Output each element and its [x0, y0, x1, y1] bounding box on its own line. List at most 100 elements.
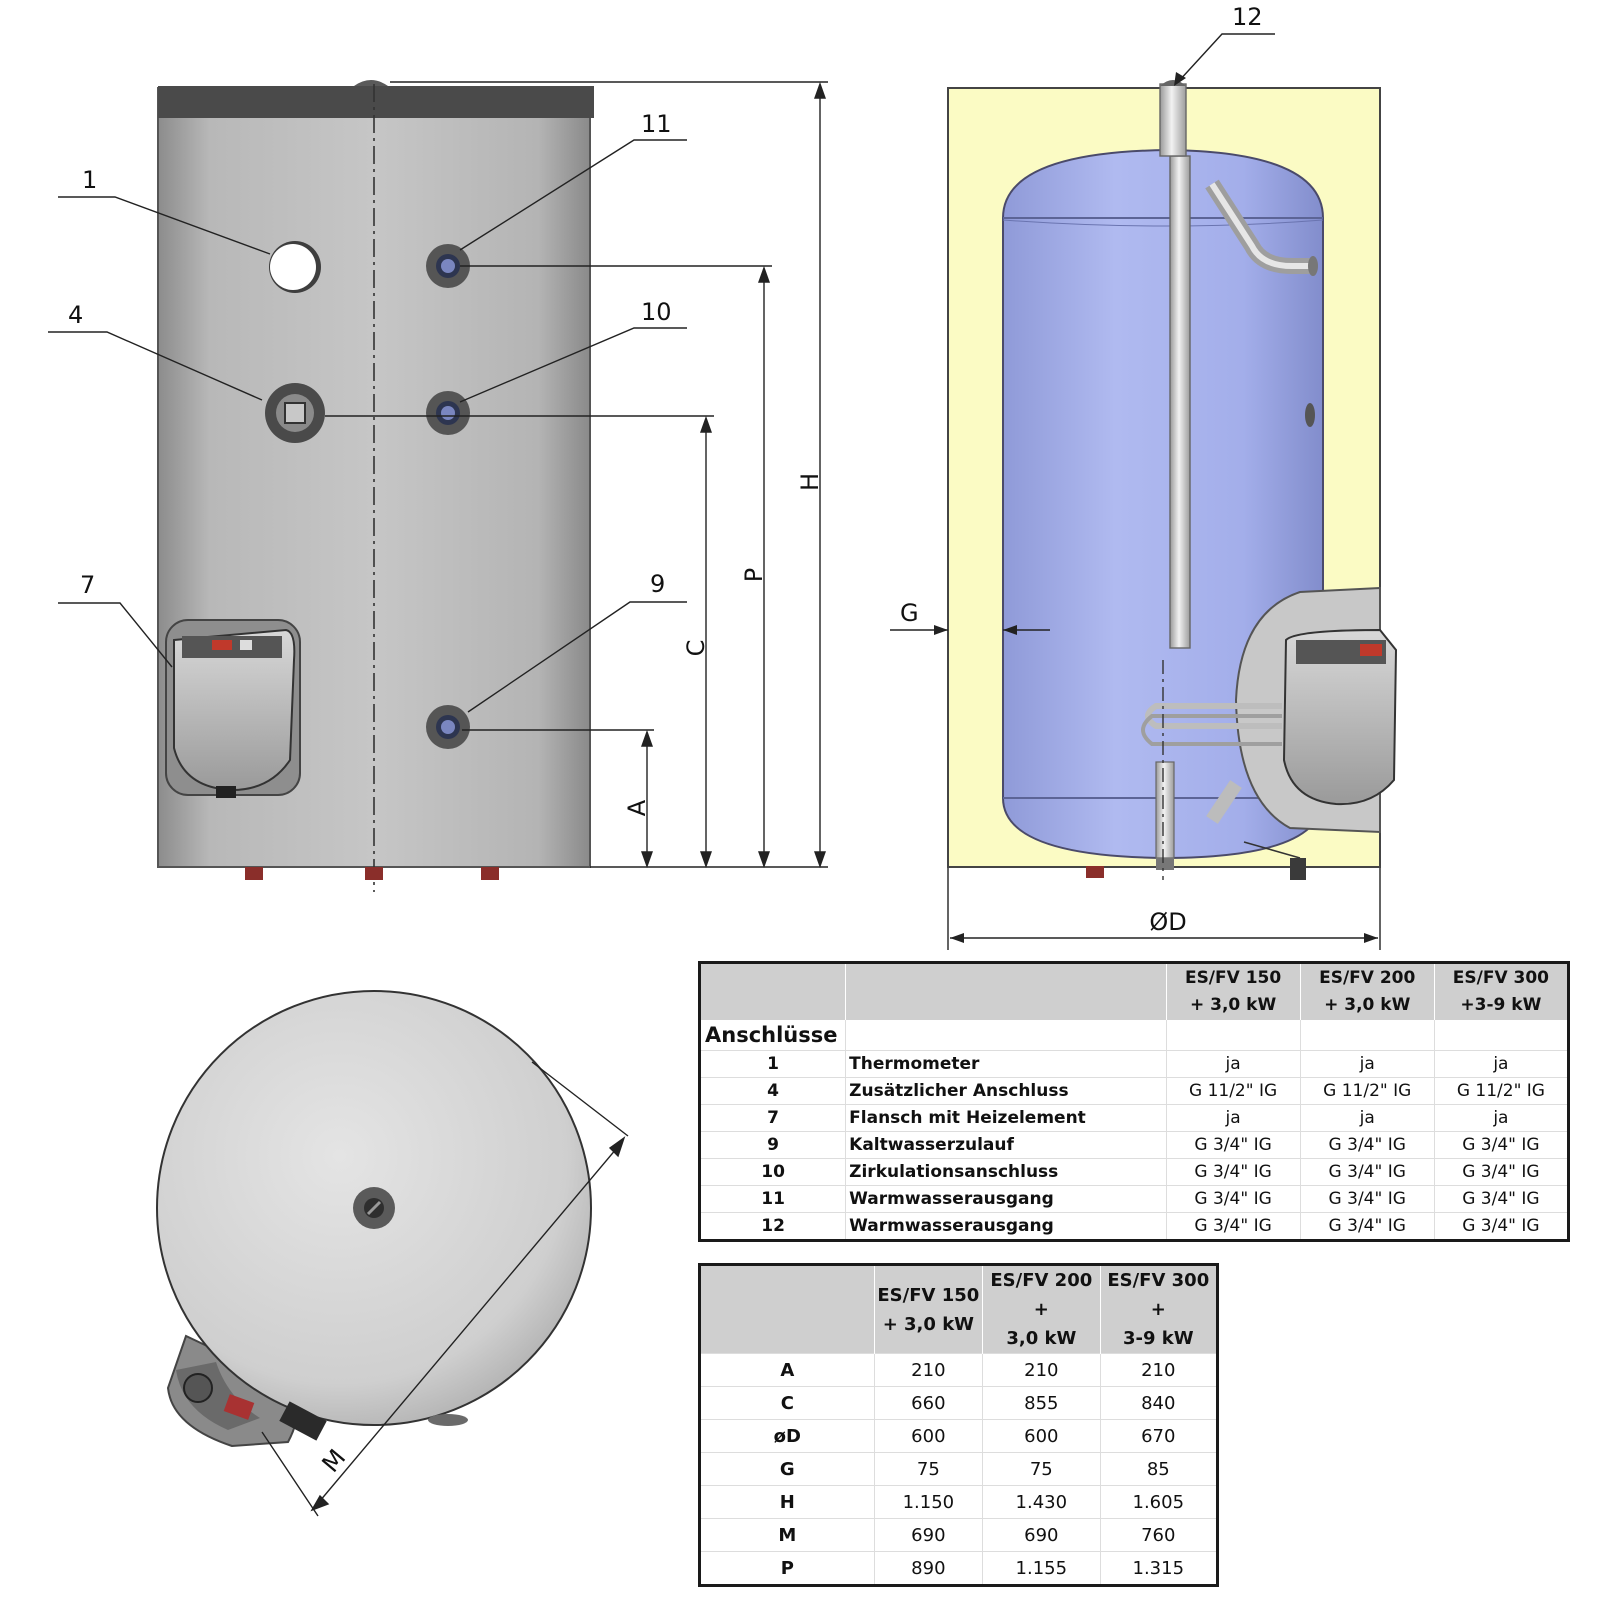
table-row: 12 Warmwasserausgang G 3/4" IG G 3/4" IG…	[699, 1212, 1569, 1241]
connection-name: Thermometer	[845, 1050, 1167, 1078]
connection-number: 12	[699, 1212, 846, 1241]
table-row: 7 Flansch mit Heizelement ja ja ja	[699, 1104, 1569, 1132]
header-es-fv-150: ES/FV 150+ 3,0 kW	[873, 1264, 983, 1354]
port-4	[265, 383, 325, 443]
heater-flange	[165, 619, 301, 798]
connection-name: Warmwasserausgang	[845, 1212, 1167, 1241]
port-10	[426, 391, 470, 435]
connection-number: 4	[699, 1077, 846, 1105]
dimension-label: P	[699, 1551, 875, 1586]
header-es-fv-150: ES/FV 150+ 3,0 kW	[1165, 962, 1301, 1020]
tank-top-cap	[158, 86, 594, 118]
top-view: M	[156, 990, 629, 1517]
tank-feet	[245, 867, 499, 880]
cold-water-stub	[1155, 761, 1175, 859]
value-300: G 3/4" IG	[1433, 1158, 1569, 1186]
connections-table: ES/FV 150+ 3,0 kW ES/FV 200+ 3,0 kW ES/F…	[698, 961, 1570, 1242]
callout-leaders	[48, 139, 687, 713]
dimensions-header-row: ES/FV 150+ 3,0 kW ES/FV 200 +3,0 kW ES/F…	[699, 1264, 1218, 1354]
dimension-label: C	[699, 1386, 875, 1420]
value-200: G 3/4" IG	[1299, 1212, 1435, 1241]
value-150: 690	[873, 1518, 983, 1552]
dim-label-c: C	[682, 640, 710, 657]
table-row: G 75 75 85	[699, 1452, 1218, 1486]
connection-number: 11	[699, 1185, 846, 1213]
connection-number: 7	[699, 1104, 846, 1132]
dimension-label: G	[699, 1452, 875, 1486]
value-150: G 3/4" IG	[1165, 1158, 1301, 1186]
value-300: 1.315	[1099, 1551, 1218, 1586]
dimension-label: A	[699, 1353, 875, 1387]
callout-1: 1	[82, 166, 97, 194]
table-row: P 890 1.155 1.315	[699, 1551, 1218, 1586]
value-200: 210	[982, 1353, 1101, 1387]
header-es-fv-200: ES/FV 200 +3,0 kW	[982, 1264, 1101, 1354]
table-row: A 210 210 210	[699, 1353, 1218, 1387]
heater-head	[1282, 628, 1398, 806]
value-150: G 3/4" IG	[1165, 1131, 1301, 1159]
value-200: G 3/4" IG	[1299, 1131, 1435, 1159]
dimension-label: H	[699, 1485, 875, 1519]
table-row: 10 Zirkulationsanschluss G 3/4" IG G 3/4…	[699, 1158, 1569, 1186]
connection-name: Zirkulationsanschluss	[845, 1158, 1167, 1186]
value-150: G 3/4" IG	[1165, 1185, 1301, 1213]
value-200: ja	[1299, 1104, 1435, 1132]
dimension-lines	[325, 81, 828, 869]
value-200: ja	[1299, 1050, 1435, 1078]
value-300: 760	[1099, 1518, 1218, 1552]
value-150: 890	[873, 1551, 983, 1586]
value-150: 1.150	[873, 1485, 983, 1519]
connection-number: 10	[699, 1158, 846, 1186]
connection-name: Kaltwasserzulauf	[845, 1131, 1167, 1159]
header-es-fv-300: ES/FV 300 +3-9 kW	[1099, 1264, 1218, 1354]
dim-label-h: H	[796, 473, 824, 491]
value-150: 660	[873, 1386, 983, 1420]
value-300: 670	[1099, 1419, 1218, 1453]
connections-header-row: ES/FV 150+ 3,0 kW ES/FV 200+ 3,0 kW ES/F…	[699, 962, 1569, 1020]
header-cell	[699, 1264, 875, 1354]
value-300: G 3/4" IG	[1433, 1131, 1569, 1159]
port-11	[426, 244, 470, 288]
callout-7: 7	[80, 571, 95, 599]
table-row: 4 Zusätzlicher Anschluss G 11/2" IG G 11…	[699, 1077, 1569, 1105]
value-300: ja	[1433, 1104, 1569, 1132]
value-200: 690	[982, 1518, 1101, 1552]
value-300: G 3/4" IG	[1433, 1212, 1569, 1241]
connection-name: Flansch mit Heizelement	[845, 1104, 1167, 1132]
thermometer-port	[269, 241, 321, 293]
table-row: 9 Kaltwasserzulauf G 3/4" IG G 3/4" IG G…	[699, 1131, 1569, 1159]
dimension-label: øD	[699, 1419, 875, 1453]
table-row: 1 Thermometer ja ja ja	[699, 1050, 1569, 1078]
header-es-fv-300: ES/FV 300+3-9 kW	[1433, 962, 1569, 1020]
table-row: C 660 855 840	[699, 1386, 1218, 1420]
header-cell	[699, 962, 846, 1020]
dim-label-m: M	[316, 1444, 351, 1478]
m-dimension	[261, 1061, 629, 1517]
callout-11: 11	[641, 110, 672, 138]
value-150: 75	[873, 1452, 983, 1486]
table-row: H 1.150 1.430 1.605	[699, 1485, 1218, 1519]
value-150: 600	[873, 1419, 983, 1453]
value-300: G 3/4" IG	[1433, 1185, 1569, 1213]
table-row: 11 Warmwasserausgang G 3/4" IG G 3/4" IG…	[699, 1185, 1569, 1213]
header-es-fv-200: ES/FV 200+ 3,0 kW	[1299, 962, 1435, 1020]
top-connection	[354, 80, 388, 86]
callout-10: 10	[641, 298, 672, 326]
value-150: G 3/4" IG	[1165, 1212, 1301, 1241]
value-200: 75	[982, 1452, 1101, 1486]
connection-name: Zusätzlicher Anschluss	[845, 1077, 1167, 1105]
callout-12-leader	[1177, 33, 1275, 83]
connection-number: 9	[699, 1131, 846, 1159]
value-200: 855	[982, 1386, 1101, 1420]
value-300: 85	[1099, 1452, 1218, 1486]
front-view: 1 4 7 11 10 9 H P C A	[48, 80, 828, 892]
value-200: 1.430	[982, 1485, 1101, 1519]
value-150: ja	[1165, 1104, 1301, 1132]
value-300: 1.605	[1099, 1485, 1218, 1519]
value-150: G 11/2" IG	[1165, 1077, 1301, 1105]
connection-number: 1	[699, 1050, 846, 1078]
value-300: 840	[1099, 1386, 1218, 1420]
dim-label-g: G	[900, 599, 919, 627]
value-200: G 3/4" IG	[1299, 1185, 1435, 1213]
